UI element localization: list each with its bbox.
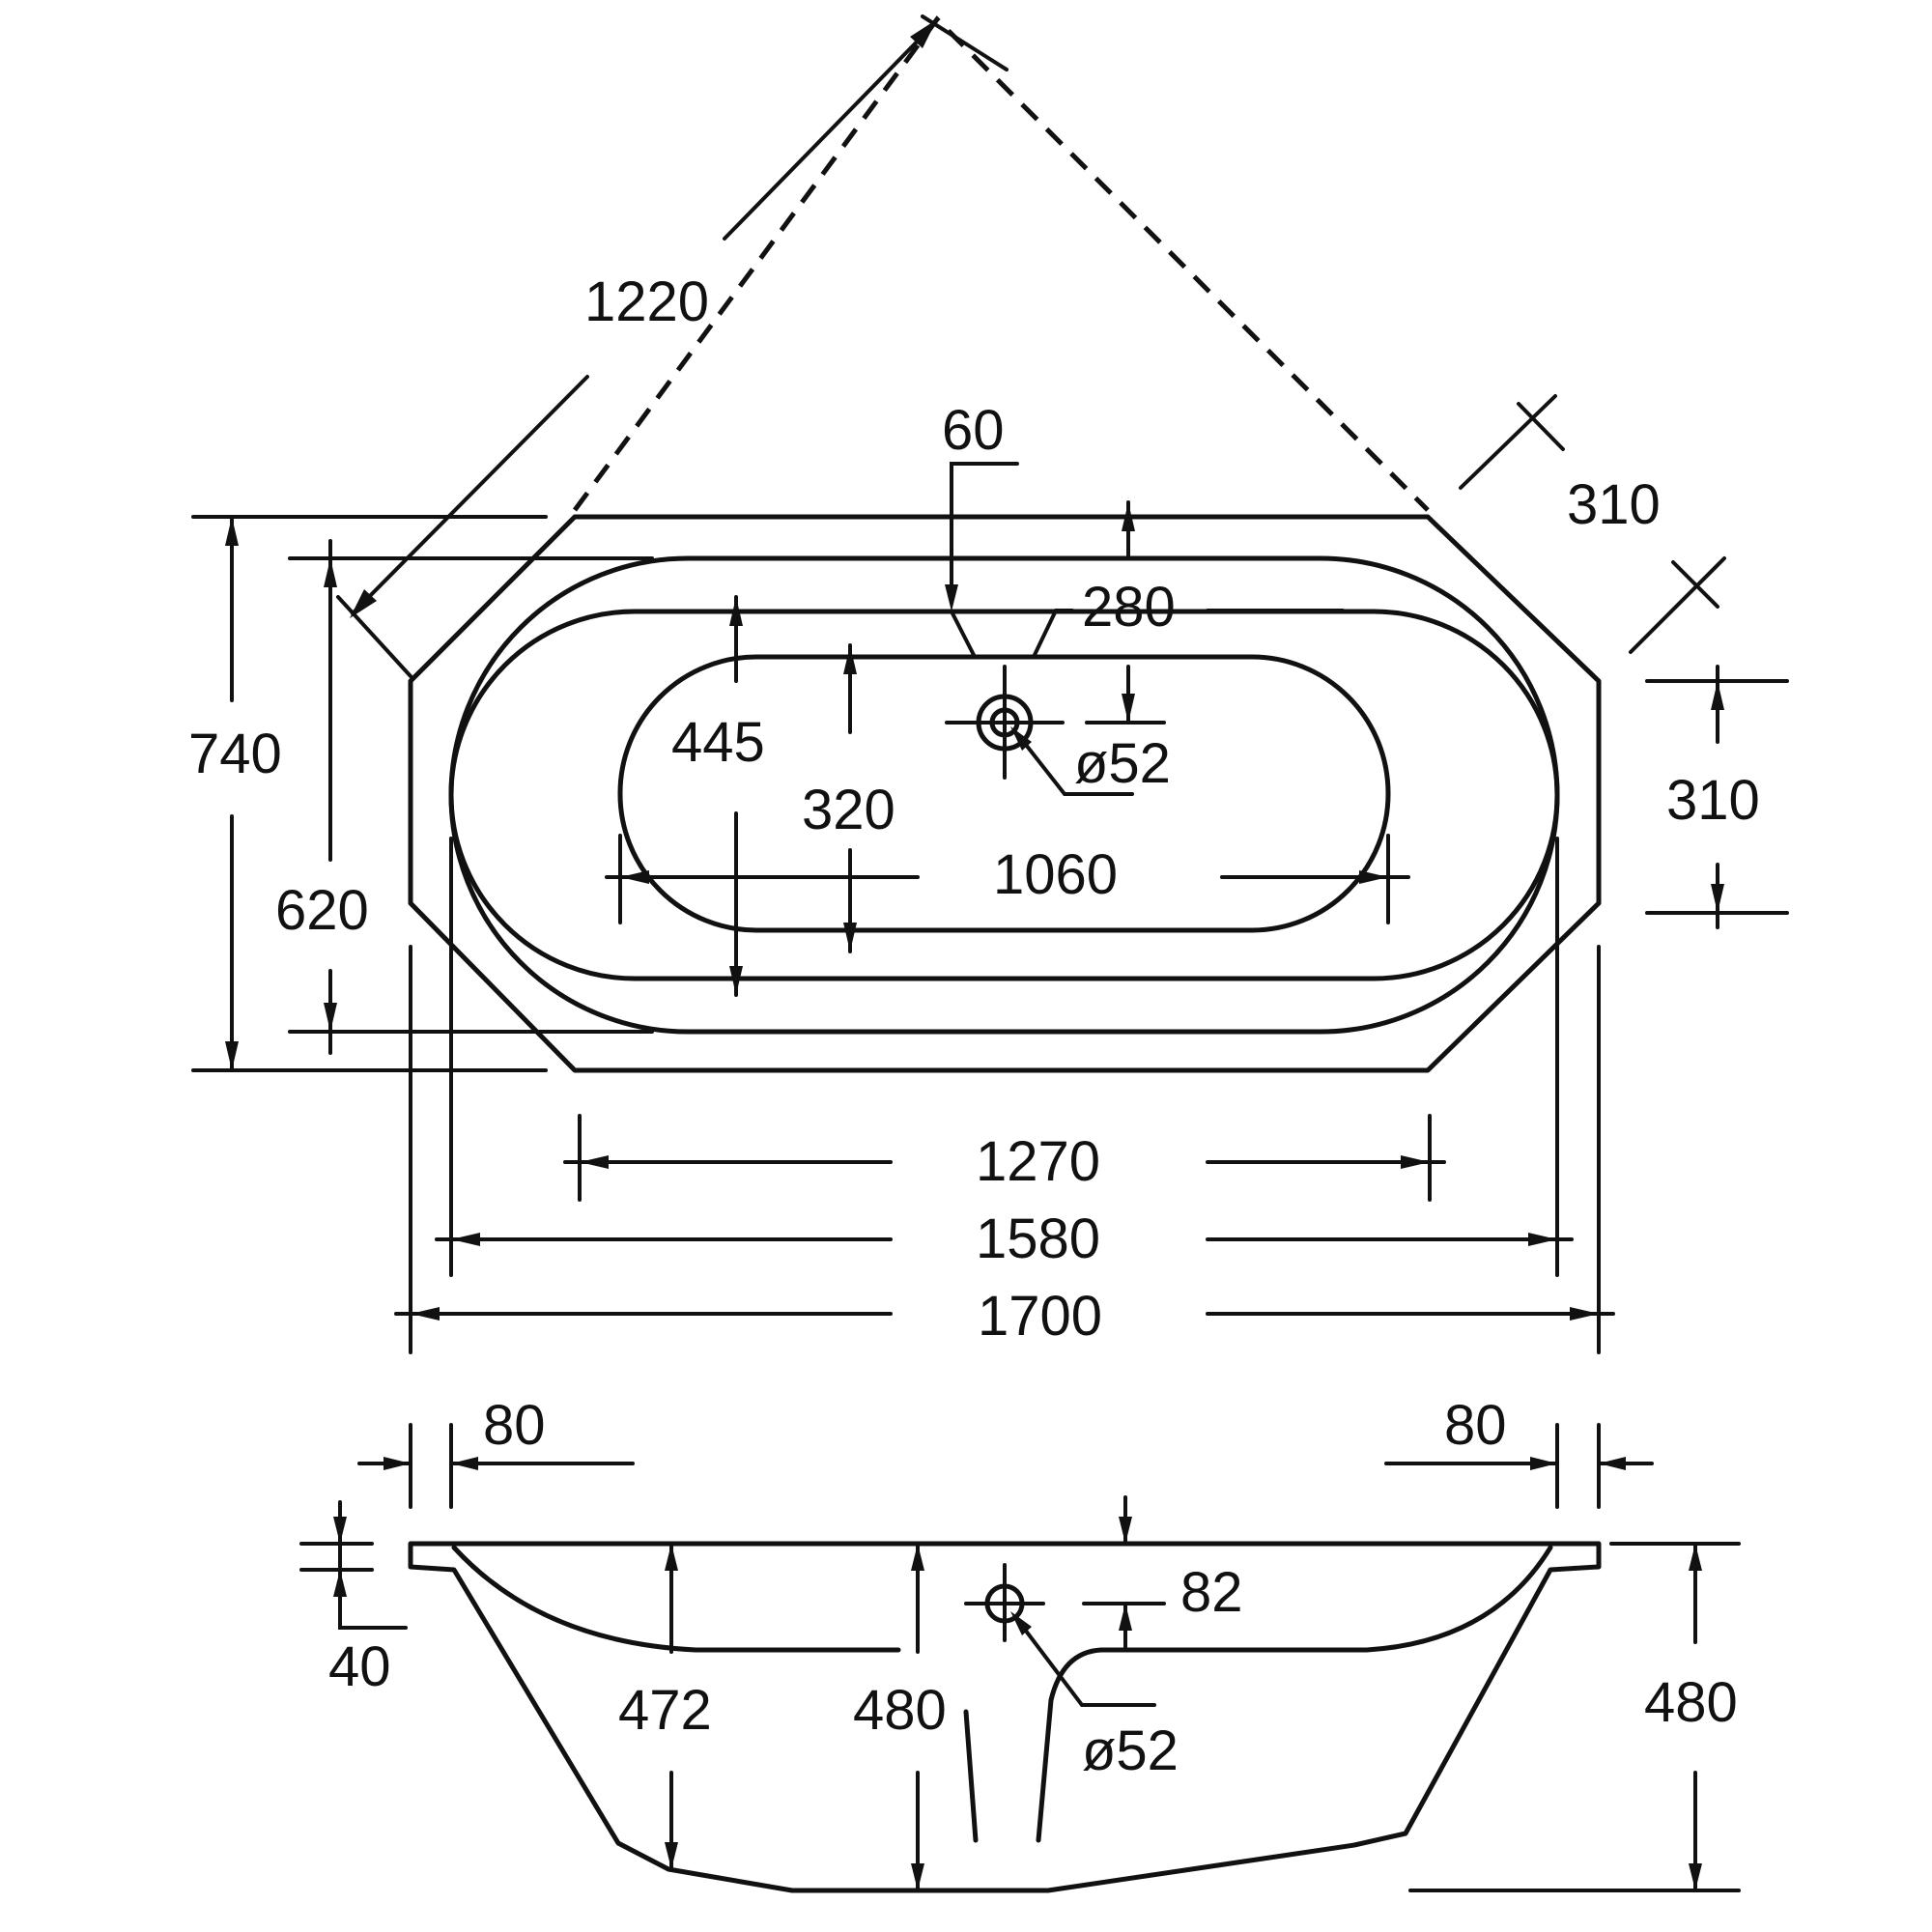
tub-bowl-edge (448, 609, 1560, 981)
label-side-corner-height: 310 (1666, 769, 1760, 832)
label-diagonal-span: 1220 (584, 270, 709, 333)
inner-basin-curve-right (1098, 1545, 1553, 1653)
label-bath-floor-depth: 445 (671, 711, 765, 774)
label-rim-right: 80 (1444, 1394, 1507, 1457)
label-bottom-straight-length: 1270 (976, 1130, 1100, 1193)
tub-outer-rim (408, 514, 1602, 1073)
tub-inner-rim (448, 555, 1560, 1035)
label-inner-top-offset: 60 (942, 399, 1005, 462)
label-inner-height: 472 (618, 1679, 712, 1742)
label-drain-height: 480 (853, 1679, 947, 1742)
drain-channel (963, 1709, 979, 1843)
label-inner-depth: 620 (275, 879, 369, 942)
overflow-icon (964, 1563, 1045, 1642)
tub-floor (617, 654, 1391, 933)
drain-channel-right (1036, 1647, 1104, 1843)
label-overflow-depth: 82 (1180, 1561, 1243, 1624)
side-view (408, 1541, 1602, 1893)
label-inner-length: 1580 (976, 1208, 1100, 1270)
label-floor-width: 320 (802, 779, 895, 841)
label-corner-offset-top: 310 (1567, 473, 1661, 536)
label-drain-diameter-top: ø52 (1074, 732, 1171, 795)
label-rim-left: 80 (483, 1394, 546, 1457)
label-drain-offset: 280 (1082, 576, 1176, 639)
inner-basin-curve (451, 1545, 901, 1653)
plan-view (408, 15, 1602, 1073)
label-overall-height: 480 (1644, 1671, 1738, 1734)
tub-side-profile (408, 1541, 1602, 1893)
drain-icon (945, 665, 1065, 780)
label-floor-length: 1060 (993, 843, 1118, 906)
label-outer-depth: 740 (188, 723, 282, 785)
label-overall-length: 1700 (978, 1285, 1102, 1348)
side-dimensions (299, 1423, 1741, 1892)
plan-dimensions (191, 14, 1789, 1354)
label-drain-diameter-side: ø52 (1082, 1719, 1179, 1782)
dimension-labels: 1220 310 60 280 740 620 445 320 ø52 310 … (188, 270, 1760, 1782)
label-rim-thickness: 40 (328, 1635, 391, 1698)
